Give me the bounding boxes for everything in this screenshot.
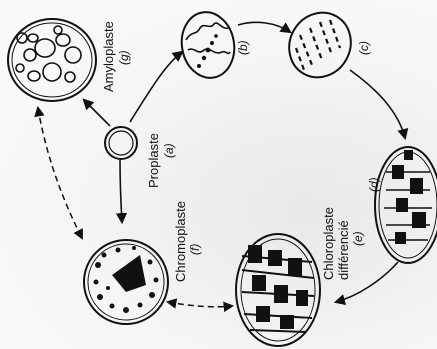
tag-b: (b) bbox=[236, 40, 250, 55]
arrow-chromoplaste-chloroplaste-dashed bbox=[168, 302, 232, 307]
label-amyloplaste: Amyloplaste bbox=[101, 21, 116, 92]
label-chloroplaste-line1: Chloroplaste bbox=[321, 207, 336, 280]
tag-g: (g) bbox=[117, 50, 131, 65]
arrow-c-to-d bbox=[350, 70, 405, 138]
tag-a: (a) bbox=[162, 143, 176, 158]
chloroplaste-cell bbox=[236, 234, 320, 346]
arrow-amyloplaste-chromoplaste-dashed bbox=[38, 108, 82, 238]
chromoplaste-cell bbox=[84, 240, 168, 324]
arrow-proplaste-to-amyloplaste bbox=[84, 100, 110, 126]
label-proplaste: Proplaste bbox=[146, 133, 161, 188]
tag-d: (d) bbox=[367, 177, 381, 192]
stage-b-cell bbox=[177, 8, 240, 82]
proplaste-cell bbox=[105, 127, 137, 159]
label-chromoplaste: Chromoplaste bbox=[173, 201, 188, 282]
amyloplaste-cell bbox=[8, 19, 96, 101]
stage-d-cell bbox=[375, 147, 437, 263]
stage-c-cell bbox=[278, 1, 363, 88]
arrow-proplaste-to-b bbox=[130, 52, 182, 122]
tag-f: (f) bbox=[188, 244, 202, 255]
label-chloroplaste-line2: différencié bbox=[336, 220, 351, 280]
tag-e: (e) bbox=[351, 231, 365, 246]
arrow-proplaste-to-chromoplaste bbox=[120, 160, 122, 222]
arrow-b-to-c bbox=[238, 22, 290, 32]
tag-c: (c) bbox=[357, 41, 371, 55]
